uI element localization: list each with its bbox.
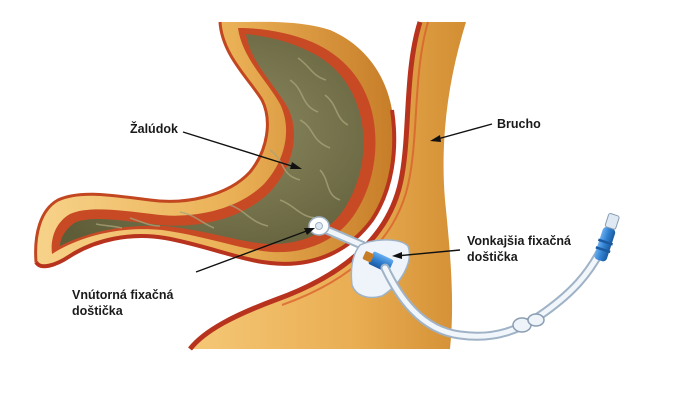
arrow-abdomen bbox=[430, 135, 441, 142]
inner-fixation-plate bbox=[308, 216, 330, 236]
arrow-outer-plate bbox=[392, 252, 402, 259]
label-inner-plate-line2: doštička bbox=[72, 304, 124, 318]
label-stomach: Žalúdok bbox=[130, 121, 178, 136]
arrow-inner-plate bbox=[304, 228, 315, 235]
arrow-stomach bbox=[290, 162, 302, 169]
leader-stomach bbox=[182, 131, 299, 169]
label-outer-plate: Vonkajšia fixačná doštička bbox=[467, 234, 574, 264]
leader-abdomen bbox=[433, 123, 493, 141]
label-outer-plate-line2: doštička bbox=[467, 250, 519, 264]
tube-clamp bbox=[512, 313, 545, 333]
label-inner-plate-line1: Vnútorná fixačná bbox=[72, 288, 173, 302]
leader-arrowheads bbox=[290, 135, 441, 259]
label-outer-plate-line1: Vonkajšia fixačná bbox=[467, 234, 571, 248]
label-inner-plate: Vnútorná fixačná doštička bbox=[72, 288, 177, 318]
label-abdomen: Brucho bbox=[497, 117, 541, 131]
leader-outer-plate bbox=[395, 249, 461, 257]
gastrostomy-tube bbox=[308, 213, 620, 341]
leader-lines bbox=[182, 123, 493, 273]
leader-inner-plate bbox=[195, 228, 313, 273]
tube-connector bbox=[594, 213, 620, 262]
stomach bbox=[34, 21, 397, 269]
